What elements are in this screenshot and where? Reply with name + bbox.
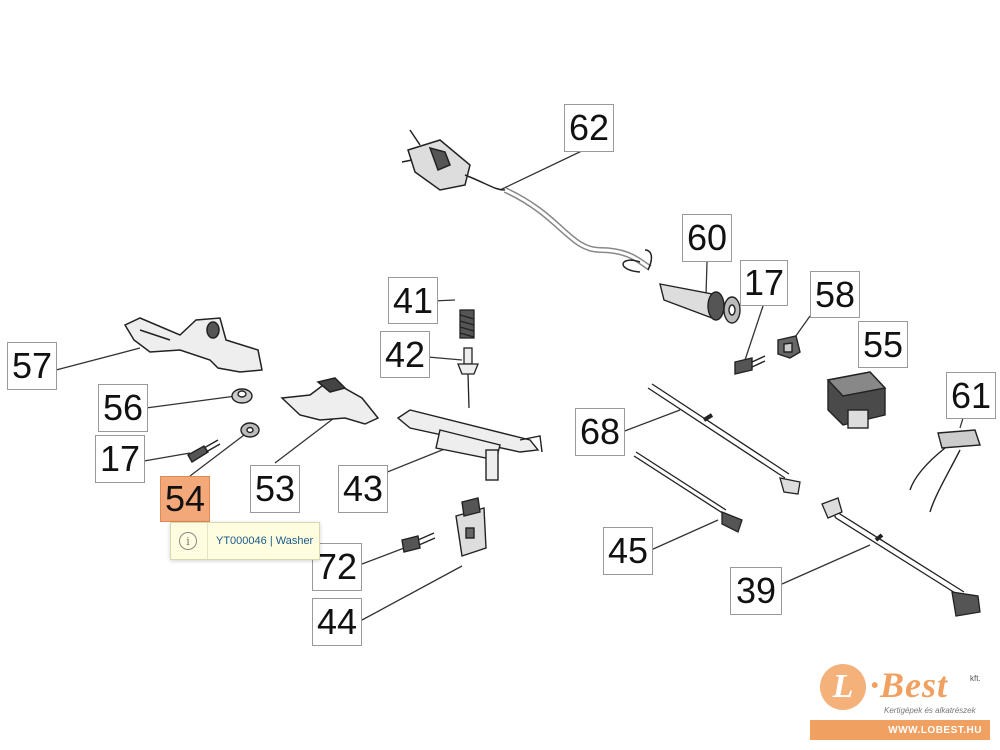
screw-lower xyxy=(187,439,221,463)
callout-41[interactable]: 41 xyxy=(388,277,438,324)
screw-upper xyxy=(734,355,766,375)
callout-56[interactable]: 56 xyxy=(98,384,148,432)
pin xyxy=(457,347,479,409)
trigger xyxy=(280,377,380,425)
cable-gland xyxy=(659,283,741,324)
logo-tagline: Kertigépek és alkatrészek xyxy=(884,706,976,715)
callout-17-upper[interactable]: 17 xyxy=(740,260,788,306)
callout-60[interactable]: 60 xyxy=(682,214,732,262)
cable-68 xyxy=(647,383,801,495)
callout-45[interactable]: 45 xyxy=(603,527,653,575)
callout-39[interactable]: 39 xyxy=(730,567,782,615)
callout-42[interactable]: 42 xyxy=(380,331,430,378)
part-tooltip: i YT000046 | Washer xyxy=(170,522,320,560)
power-plug-cable xyxy=(401,129,653,273)
callout-54-selected[interactable]: 54 xyxy=(160,476,210,522)
washer xyxy=(240,422,260,438)
cable-39 xyxy=(821,497,981,617)
switch-unit xyxy=(826,371,887,429)
spring xyxy=(459,309,475,339)
lobest-logo: L ·Best kft. Kertigépek és alkatrészek W… xyxy=(810,660,992,742)
lever xyxy=(123,317,263,373)
tooltip-divider xyxy=(207,523,208,559)
retaining-clip xyxy=(777,335,801,359)
bracket xyxy=(396,409,543,481)
callout-62[interactable]: 62 xyxy=(564,104,614,152)
callout-57[interactable]: 57 xyxy=(7,342,57,390)
callout-72[interactable]: 72 xyxy=(312,543,362,591)
callout-61[interactable]: 61 xyxy=(946,372,996,419)
logo-mark: L xyxy=(820,664,866,710)
callout-68[interactable]: 68 xyxy=(575,408,625,456)
logo-url: WWW.LOBEST.HU xyxy=(810,720,990,740)
cable-45 xyxy=(633,451,743,533)
callout-58[interactable]: 58 xyxy=(810,271,860,318)
screw-72 xyxy=(401,532,436,553)
callout-53[interactable]: 53 xyxy=(250,465,300,513)
callout-17-lower[interactable]: 17 xyxy=(95,435,145,483)
callout-55[interactable]: 55 xyxy=(858,321,908,368)
logo-brand: ·Best xyxy=(870,665,949,705)
callout-43[interactable]: 43 xyxy=(338,465,388,513)
nut xyxy=(231,388,253,404)
terminal-block xyxy=(455,497,487,557)
tooltip-text: YT000046 | Washer xyxy=(216,535,314,547)
info-icon: i xyxy=(179,532,197,550)
logo-suffix: kft. xyxy=(970,674,981,683)
callout-44[interactable]: 44 xyxy=(312,598,362,646)
capacitor xyxy=(909,429,981,513)
